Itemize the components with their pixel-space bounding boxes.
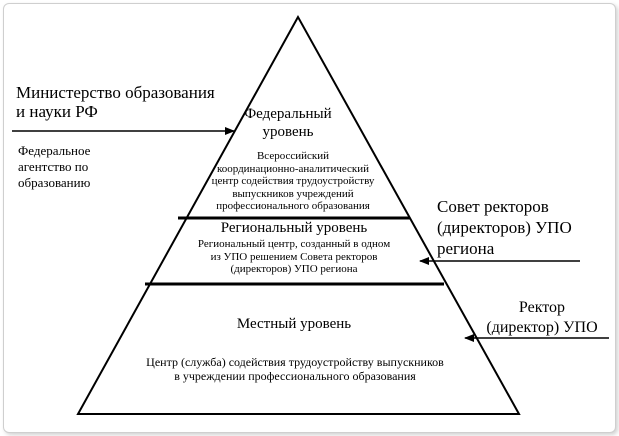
rectors-council-label: Совет ректоров (директоров) УПО региона xyxy=(437,197,572,258)
rector-label: Ректор (директор) УПО xyxy=(486,299,598,336)
federal-agency-label: Федеральное агентство по образованию xyxy=(18,143,91,190)
ministry-label: Министерство образования и науки РФ xyxy=(16,83,215,121)
federal-level-title: Федеральный уровень xyxy=(244,106,332,140)
pyramid-outline xyxy=(76,14,521,415)
regional-level-description: Региональный центр, созданный в одном из… xyxy=(197,238,391,275)
local-level-title: Местный уровень xyxy=(236,316,352,332)
local-level-description: Центр (служба) содействия трудоустройств… xyxy=(146,355,444,383)
regional-level-title: Региональный уровень xyxy=(220,220,368,236)
federal-level-description: Всероссийский координационно-аналитическ… xyxy=(211,150,375,212)
